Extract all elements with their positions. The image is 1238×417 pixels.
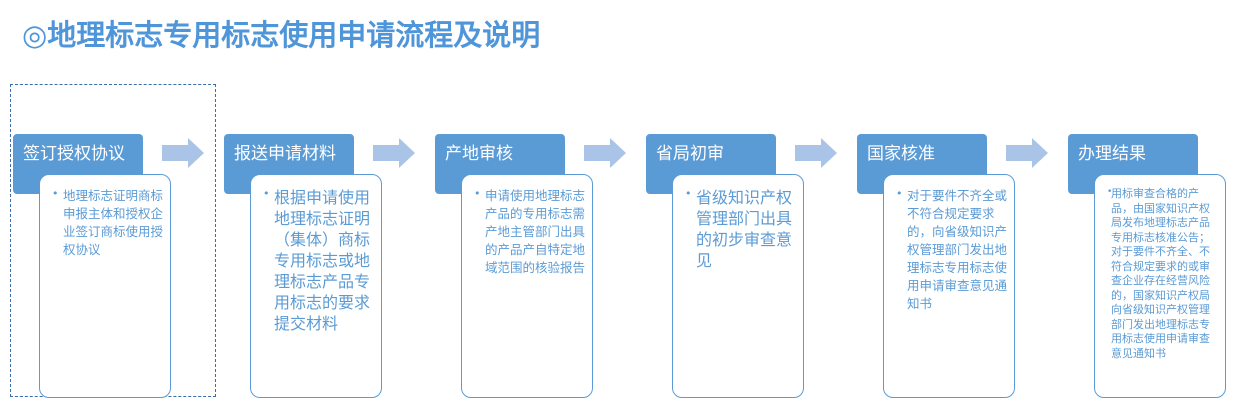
- flow-arrow-icon: [584, 138, 626, 168]
- flow-arrow-icon: [1006, 138, 1048, 168]
- process-step-submit-materials[interactable]: 报送申请材料 • 根据申请使用地理标志证明（集体）商标专用标志或地理标志产品专用…: [224, 134, 404, 399]
- process-step-origin-review[interactable]: 产地审核 • 申请使用地理标志产品的专用标志需产地主管部门出具的产品产自特定地域…: [435, 134, 615, 399]
- step-description-card: • 用标审查合格的产品，由国家知识产权局发布地理标志产品专用标志核准公告；对于要…: [1094, 174, 1226, 398]
- process-step-sign-agreement[interactable]: 签订授权协议 • 地理标志证明商标申报主体和授权企业签订商标使用授权协议: [13, 134, 193, 399]
- step-description-text: 地理标志证明商标申报主体和授权企业签订商标使用授权协议: [63, 188, 164, 257]
- step-description-text: 省级知识产权管理部门出具的初步审查意见: [696, 188, 793, 270]
- bullet-icon: •: [1107, 187, 1113, 197]
- step-description-text: 根据申请使用地理标志证明（集体）商标专用标志或地理标志产品专用标志的要求提交材料: [274, 188, 371, 333]
- flow-arrow-icon: [162, 138, 204, 168]
- step-description-card: • 对于要件不齐全或不符合规定要求的，向省级知识产权管理部门发出地理标志专用标志…: [883, 174, 1015, 398]
- bullet-icon: •: [52, 187, 59, 200]
- process-step-provincial-review[interactable]: 省局初审 • 省级知识产权管理部门出具的初步审查意见: [646, 134, 826, 399]
- bullet-icon: •: [896, 187, 903, 200]
- bullet-icon: •: [263, 187, 270, 200]
- step-description-text: 对于要件不齐全或不符合规定要求的，向省级知识产权管理部门发出地理标志专用标志使用…: [907, 188, 1008, 311]
- step-description-card: • 根据申请使用地理标志证明（集体）商标专用标志或地理标志产品专用标志的要求提交…: [250, 174, 382, 398]
- bullet-icon: •: [685, 187, 692, 200]
- process-step-result[interactable]: 办理结果 • 用标审查合格的产品，由国家知识产权局发布地理标志产品专用标志核准公…: [1068, 134, 1238, 399]
- page-title: ◎地理标志专用标志使用申请流程及说明: [22, 18, 541, 52]
- step-description-text: 申请使用地理标志产品的专用标志需产地主管部门出具的产品产自特定地域范围的核验报告: [485, 188, 586, 275]
- step-description-card: • 申请使用地理标志产品的专用标志需产地主管部门出具的产品产自特定地域范围的核验…: [461, 174, 593, 398]
- flow-arrow-icon: [373, 138, 415, 168]
- process-step-national-approval[interactable]: 国家核准 • 对于要件不齐全或不符合规定要求的，向省级知识产权管理部门发出地理标…: [857, 134, 1037, 399]
- step-description-card: • 地理标志证明商标申报主体和授权企业签订商标使用授权协议: [39, 174, 171, 398]
- step-description-card: • 省级知识产权管理部门出具的初步审查意见: [672, 174, 804, 398]
- step-description-text: 用标审查合格的产品，由国家知识产权局发布地理标志产品专用标志核准公告；对于要件不…: [1111, 187, 1210, 360]
- flow-arrow-icon: [795, 138, 837, 168]
- bullet-icon: •: [474, 187, 481, 200]
